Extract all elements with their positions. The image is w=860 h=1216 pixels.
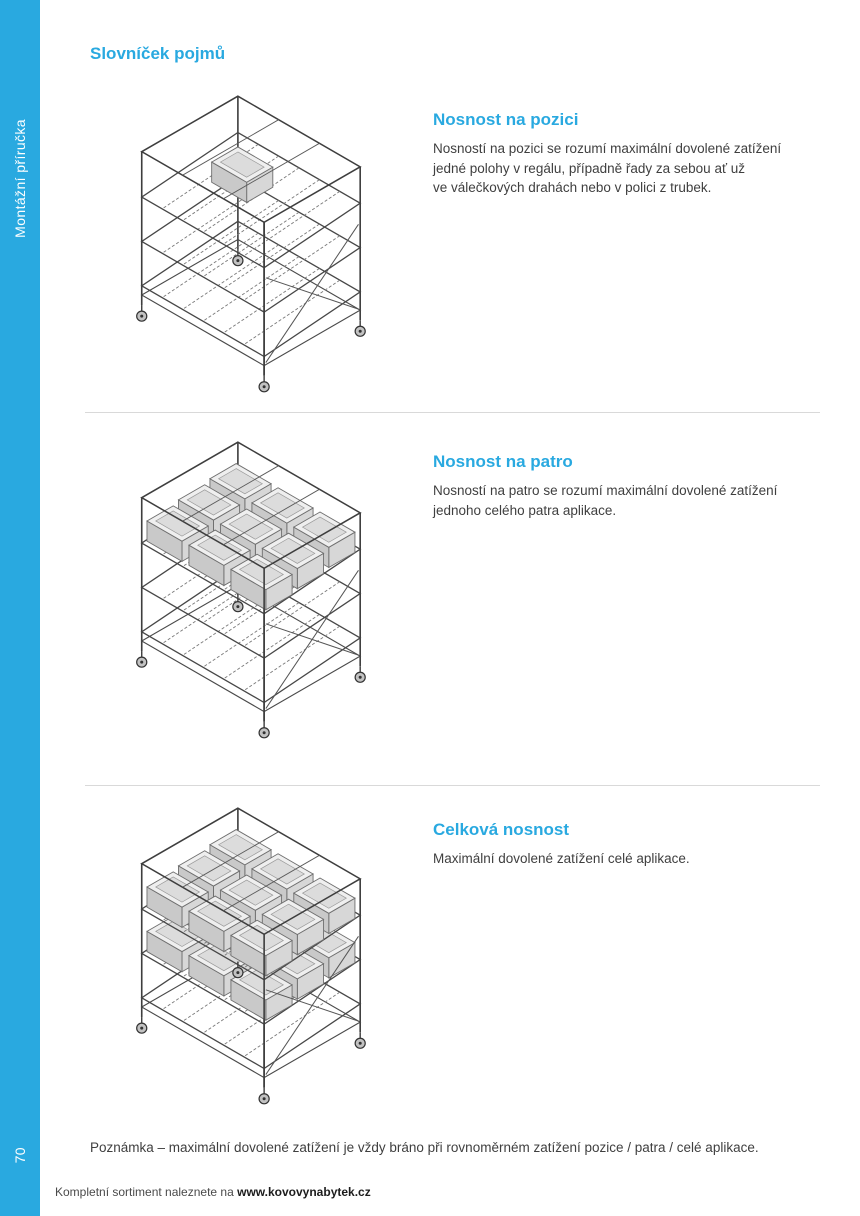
sidebar-label-box: Montážní příručka — [0, 88, 40, 268]
section-body-celkova-nosnost: Maximální dovolené zatížení celé aplikac… — [433, 851, 690, 866]
section-divider — [85, 412, 820, 413]
section-body-nosnost-na-pozici: Nosností na pozici se rozumí maximální d… — [433, 141, 782, 196]
flow-rack-single-bin-illustration — [136, 95, 366, 393]
footer-text: Kompletní sortiment naleznete na — [55, 1185, 238, 1199]
footer-website-link[interactable]: www.kovovynabytek.cz — [237, 1185, 371, 1199]
flow-rack-fully-loaded-illustration — [136, 807, 366, 1105]
section-heading-celkova-nosnost: Celková nosnost — [433, 820, 570, 839]
page-title: Slovníček pojmů — [90, 44, 226, 63]
section-heading-nosnost-na-patro: Nosnost na patro — [433, 452, 573, 471]
manual-section-label: Montážní příručka — [12, 118, 28, 238]
section-heading-nosnost-na-pozici: Nosnost na pozici — [433, 110, 579, 129]
side-color-bar: Montážní příručka 70 — [0, 0, 40, 1216]
page-note: Poznámka – maximální dovolené zatížení j… — [90, 1140, 759, 1155]
footer: Kompletní sortiment naleznete na www.kov… — [55, 1185, 371, 1199]
flow-rack-full-top-level-illustration — [136, 441, 366, 739]
section-divider — [85, 785, 820, 786]
page-number-box: 70 — [0, 1132, 40, 1178]
page-number: 70 — [12, 1146, 28, 1164]
section-body-nosnost-na-patro: Nosností na patro se rozumí maximální do… — [433, 483, 778, 518]
